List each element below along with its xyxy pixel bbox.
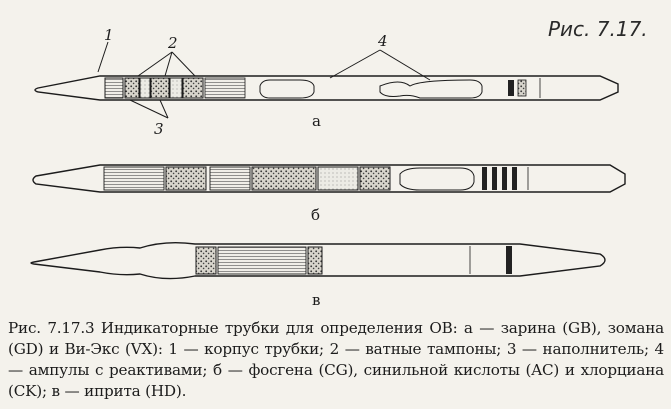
tube-b [32,164,626,193]
leader-lines [97,41,431,119]
indicator-tubes-diagram: Рис. 7.17. 1 2 3 4 а [30,17,648,309]
figure-caption: Рис. 7.17.3 Индикаторные трубки для опре… [8,318,664,402]
figure-mark: Рис. 7.17. [548,17,648,41]
caption-fig-number: Рис. 7.17.3 [8,319,95,337]
label-3: 3 [154,120,164,138]
tube-c-label: в [312,291,320,309]
label-4: 4 [377,32,388,50]
tube-c [30,241,606,280]
caption-text: Индикаторные трубки для определения ОВ: … [8,319,664,400]
label-1: 1 [104,26,114,44]
tube-a [34,75,619,101]
tube-a-label: а [312,112,321,130]
tube-b-label: б [311,206,320,224]
label-2: 2 [167,34,178,52]
